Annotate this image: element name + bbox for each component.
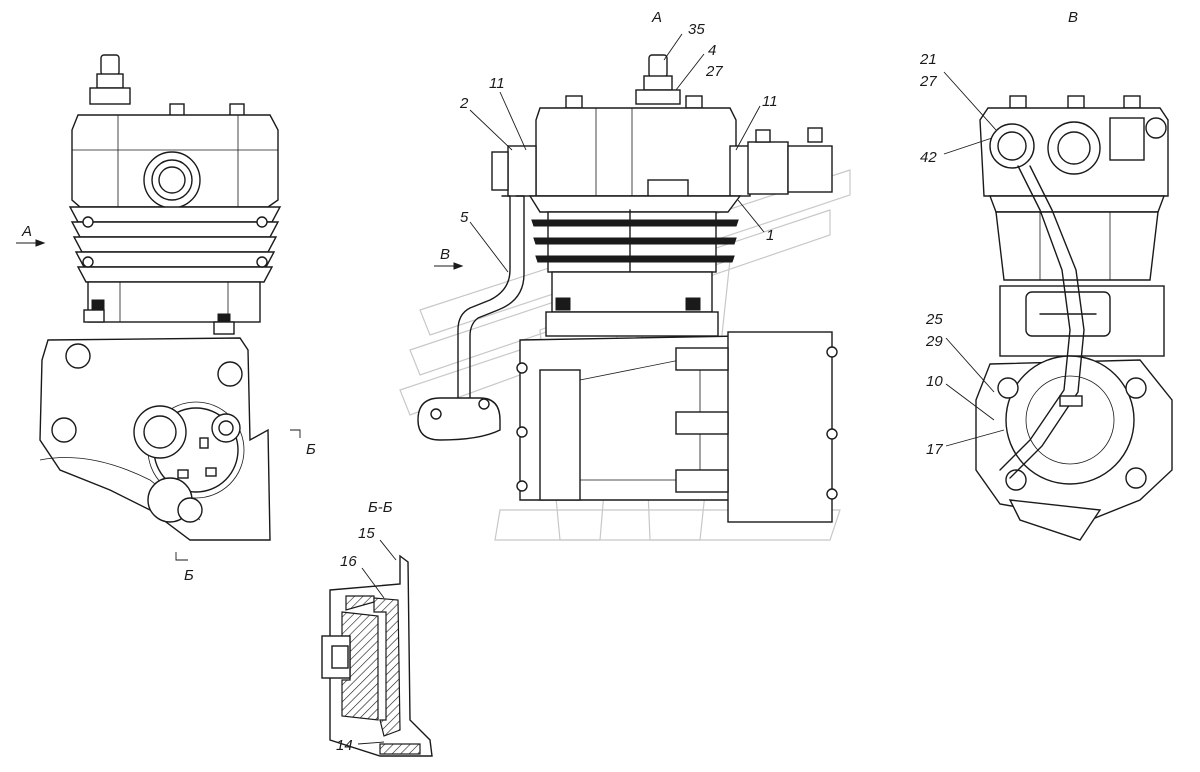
- section-mark-lower: Б: [175, 552, 194, 584]
- callout-25-label: 25: [925, 311, 943, 328]
- view-b-title: В: [1068, 9, 1078, 26]
- view-a-title: А: [651, 9, 662, 26]
- callout-29-label: 29: [925, 333, 943, 350]
- section-mark-lower-label: Б: [184, 567, 194, 584]
- callout-11b: 11: [735, 93, 778, 151]
- callout-15-label: 15: [358, 525, 375, 542]
- section-mark-upper-label: Б: [306, 441, 316, 458]
- callout-35-label: 35: [688, 21, 705, 38]
- callout-16-label: 16: [340, 553, 357, 570]
- section-mark-upper: Б: [290, 429, 316, 458]
- left-view-compressor: [39, 54, 282, 541]
- callout-11a-label: 11: [489, 75, 505, 92]
- section-view: [321, 554, 433, 757]
- callout-10: 10: [926, 373, 995, 421]
- callout-42-label: 42: [920, 149, 937, 166]
- callout-14-label: 14: [336, 737, 353, 754]
- right-view-compressor: [975, 95, 1173, 541]
- arrow-b-label: В: [440, 246, 450, 263]
- callout-25: 25: [925, 311, 995, 393]
- callout-5-label: 5: [460, 209, 469, 226]
- callout-2: 2: [459, 95, 513, 151]
- callout-14: 14: [336, 737, 385, 754]
- callout-35: 35: [663, 21, 705, 61]
- callout-27a-label: 27: [705, 63, 723, 80]
- callout-21: 21: [919, 51, 997, 131]
- center-view-compressor: [417, 54, 838, 523]
- callout-10-label: 10: [926, 373, 943, 390]
- callout-2-label: 2: [459, 95, 469, 112]
- callout-15: 15: [358, 525, 397, 561]
- arrow-b-indicator: В: [434, 246, 464, 270]
- callout-11b-label: 11: [762, 93, 778, 110]
- callout-11a: 11: [489, 75, 527, 151]
- arrow-a-label: А: [21, 223, 32, 240]
- callout-1-label: 1: [766, 227, 774, 244]
- callout-42: 42: [920, 137, 993, 166]
- callout-17: 17: [926, 429, 1005, 458]
- section-title: Б-Б: [368, 499, 393, 516]
- callout-5: 5: [460, 209, 509, 273]
- callout-16: 16: [340, 553, 385, 599]
- arrow-a-indicator: А: [16, 223, 46, 247]
- callout-21-label: 21: [919, 51, 937, 68]
- callout-4-label: 4: [708, 42, 716, 59]
- callout-1: 1: [737, 199, 774, 244]
- callout-17-label: 17: [926, 441, 943, 458]
- callout-27b-label: 27: [919, 73, 937, 90]
- callout-4: 4: [675, 42, 716, 91]
